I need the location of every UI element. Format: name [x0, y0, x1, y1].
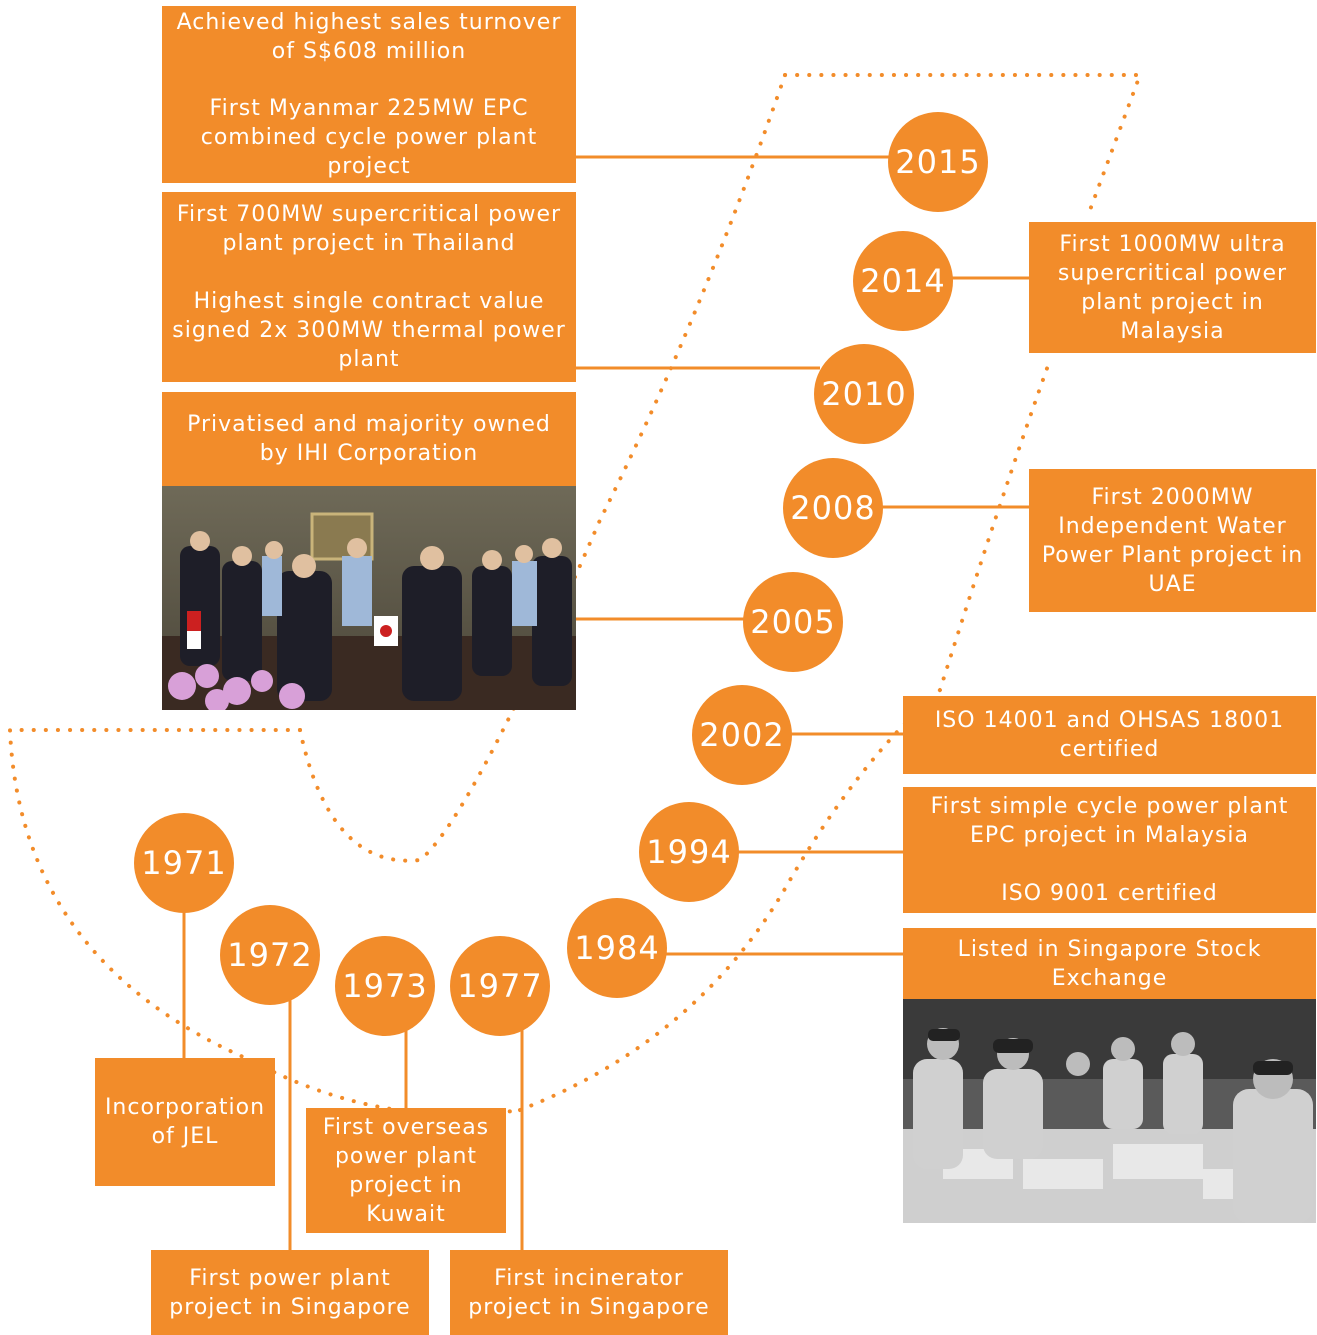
year-1984-circle: 1984 — [567, 898, 667, 998]
milestone-1994-text-2: ISO 9001 certified — [1001, 881, 1218, 906]
milestone-1994-box: First simple cycle power plant EPC proje… — [903, 787, 1316, 913]
milestone-1984-box: Listed in Singapore Stock Exchange — [903, 928, 1316, 999]
milestone-2015-box: Achieved highest sales turnover of S$608… — [162, 6, 576, 183]
milestone-2010-text-2: Highest single contract value signed 2x … — [172, 289, 566, 372]
year-2015-circle: 2015 — [888, 112, 988, 212]
year-1977-circle: 1977 — [450, 936, 550, 1036]
year-2010-circle: 2010 — [814, 344, 914, 444]
milestone-2015-text-2: First Myanmar 225MW EPC combined cycle p… — [200, 96, 538, 179]
year-2008-circle: 2008 — [783, 458, 883, 558]
milestone-2008-box: First 2000MW Independent Water Power Pla… — [1029, 469, 1316, 612]
year-1972-circle: 1972 — [220, 905, 320, 1005]
year-1971-circle: 1971 — [134, 813, 234, 913]
milestone-1994-text-1: First simple cycle power plant EPC proje… — [930, 794, 1289, 848]
signing-ceremony-photo — [162, 486, 576, 710]
milestone-2014-box: First 1000MW ultra supercritical power p… — [1029, 222, 1316, 353]
milestone-2010-text-1: First 700MW supercritical power plant pr… — [176, 202, 562, 256]
milestone-2010-box: First 700MW supercritical power plant pr… — [162, 192, 576, 382]
milestone-2005-box: Privatised and majority owned by IHI Cor… — [162, 392, 576, 486]
connector-lines — [182, 155, 1030, 1250]
year-2002-circle: 2002 — [692, 685, 792, 785]
milestone-1971-box: Incorporation of JEL — [95, 1058, 275, 1186]
milestone-2015-text-1: Achieved highest sales turnover of S$608… — [176, 10, 562, 64]
year-2014-circle: 2014 — [853, 231, 953, 331]
year-2005-circle: 2005 — [743, 572, 843, 672]
milestone-2002-box: ISO 14001 and OHSAS 18001 certified — [903, 696, 1316, 774]
milestone-1973-box: First overseas power plant project in Ku… — [306, 1108, 506, 1233]
milestone-1977-box: First incinerator project in Singapore — [450, 1250, 728, 1335]
milestone-1972-box: First power plant project in Singapore — [151, 1250, 429, 1335]
year-1994-circle: 1994 — [639, 802, 739, 902]
stock-exchange-photo — [903, 999, 1316, 1223]
year-1973-circle: 1973 — [335, 936, 435, 1036]
